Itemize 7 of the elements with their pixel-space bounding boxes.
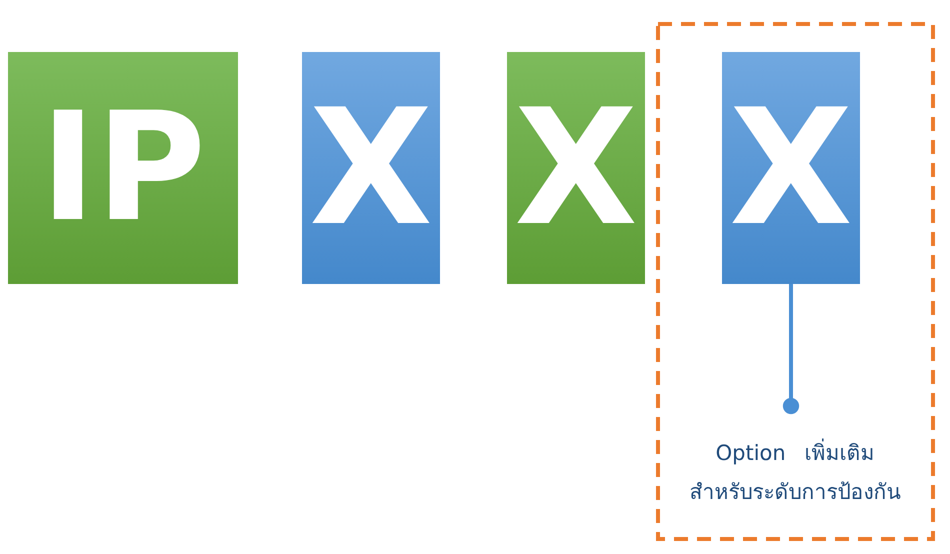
dashed-frame <box>656 22 935 541</box>
leader-line <box>782 284 800 414</box>
letter-tile: IP <box>8 52 238 284</box>
letter-tile: X <box>507 52 645 284</box>
letter-tile: X <box>722 52 860 284</box>
option-note: Option เพิ่มเติม สำหรับระดับการป้องกัน <box>682 434 908 512</box>
letter-tile: X <box>302 52 440 284</box>
